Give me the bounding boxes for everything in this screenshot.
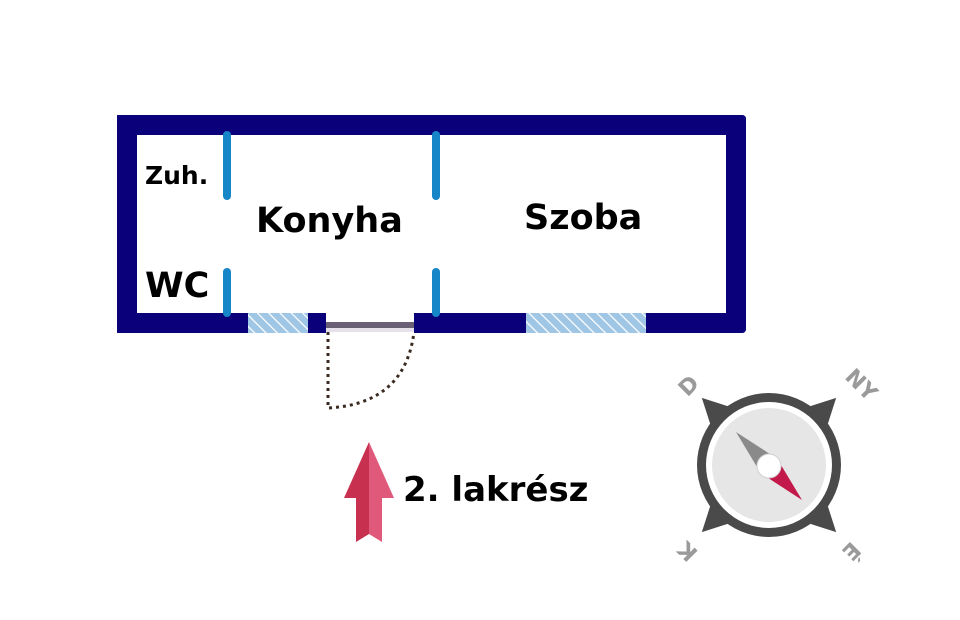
outer-walls [117, 115, 746, 333]
entrance-label: 2. lakrész [403, 470, 588, 510]
room-label-wc: WC [145, 266, 209, 306]
window-right [526, 313, 646, 333]
door-swing [326, 331, 416, 410]
compass-letter-nw: D [674, 371, 705, 402]
door-leaf [326, 328, 414, 332]
compass-icon [697, 393, 841, 537]
entrance-arrow-icon [344, 442, 394, 542]
room-label-konyha: Konyha [256, 201, 403, 241]
wall-top [117, 115, 746, 135]
room-label-szoba: Szoba [524, 198, 642, 238]
compass-letter-sw: K [673, 535, 703, 565]
window-left [248, 313, 308, 333]
room-label-zuh: Zuh. [145, 161, 208, 190]
wall-bottom [117, 313, 746, 333]
wall-left [117, 115, 137, 333]
compass-letter-ne: NY [840, 364, 883, 407]
door-frame [326, 322, 414, 328]
compass-letter-se: É [836, 536, 865, 565]
wall-right [726, 115, 746, 333]
partitions [223, 131, 440, 317]
